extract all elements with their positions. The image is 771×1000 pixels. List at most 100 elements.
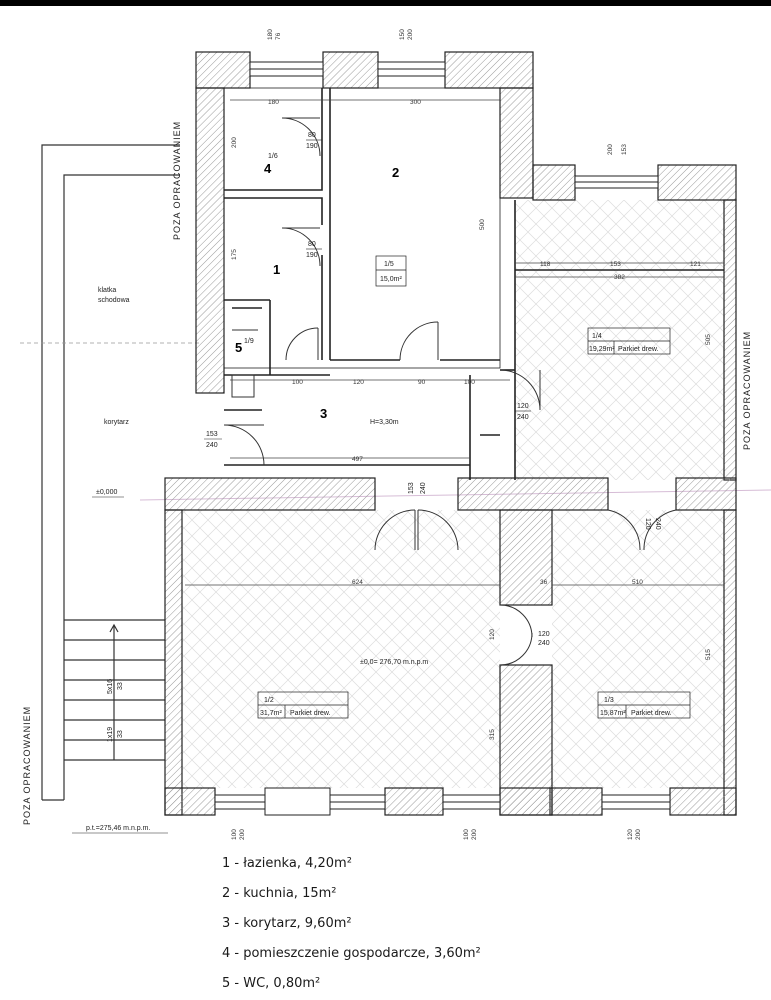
door-d5-width: 120: [517, 403, 529, 410]
dim-bot-d: 200: [471, 829, 478, 840]
top-edge: [0, 0, 771, 6]
door-labels: 80 190 80 190 153 240 120 240 120 240 12…: [204, 132, 661, 647]
dim-top-a: 180: [267, 29, 274, 40]
wall-right-upper: [499, 87, 534, 199]
wall-r14-top-left: [532, 164, 576, 201]
dim-mid-c: 510: [632, 579, 643, 586]
wall-right-lower: [723, 509, 737, 816]
wall-r14-right: [723, 199, 737, 481]
room-floor-r13: Parkiet drew.: [631, 710, 672, 717]
label-stair-c: 1x19: [107, 727, 114, 742]
door-d7-width: 120: [538, 631, 550, 638]
room-box-r13: 1/3 15,87m² Parkiet drew.: [597, 691, 691, 719]
wall-top-left-block: [195, 51, 251, 89]
door-swings: [223, 117, 677, 666]
room-number-2: 2: [392, 165, 399, 180]
dim-bot-a: 100: [231, 829, 238, 840]
dim-bot-e: 120: [627, 829, 634, 840]
label-level-zero: ±0,000: [96, 489, 117, 496]
floor-plan: POZA OPRACOWANIEM POZA OPRACOWANIEM POZA…: [20, 29, 771, 840]
legend-item-utility: 4 - pomieszczenie gospodarcze, 3,60m²: [222, 946, 481, 961]
dim-right-b: 200: [607, 144, 614, 155]
dim-mid-a: 624: [352, 579, 363, 586]
label-stair-d: 33: [117, 730, 124, 738]
room-number-4: 4: [264, 161, 272, 176]
room-area-r14: 19,29m²: [589, 346, 615, 353]
room-box-r15: 1/5 15,0m²: [375, 255, 407, 287]
wall-mid-right: [675, 477, 737, 511]
stair-outline: [41, 144, 180, 801]
dim-top-b: 76: [275, 32, 282, 40]
room-number-5: 5: [235, 340, 242, 355]
walls: [164, 51, 737, 816]
room-id-r14: 1/4: [592, 333, 602, 340]
dim-row1-a: 180: [268, 99, 279, 106]
room-id-r16: 1/6: [268, 153, 278, 160]
wall-bottom-b: [384, 787, 444, 816]
interior-walls: [223, 87, 724, 480]
door-d7-height: 240: [538, 640, 550, 647]
label-level-bottom: p.t.=275,46 m.n.p.m.: [86, 825, 150, 832]
wall-partition: [499, 509, 553, 606]
floor-parquet-r12: [182, 510, 500, 788]
dim-top-d: 200: [407, 29, 414, 40]
dimension-texts: 180 76 150 200 153 200 180 300 118 153 1…: [231, 29, 712, 840]
label-height: H=3,30m: [370, 419, 399, 426]
dim-bot-b: 200: [239, 829, 246, 840]
door-d8-height: 240: [420, 482, 427, 494]
dim-mid-b: 36: [540, 579, 548, 586]
wall-bottom-d: [669, 787, 737, 816]
dim-v-c: 500: [479, 219, 486, 230]
label-level-main: ±0,0= 276,70 m.n.p.m: [360, 659, 428, 666]
dim-corr-a: 100: [292, 379, 303, 386]
legend-item-bathroom: 1 - łazienka, 4,20m²: [222, 856, 352, 871]
dim-corr-d: 100: [464, 379, 475, 386]
room-id-r15: 1/5: [384, 261, 394, 268]
wall-r14-top-right: [657, 164, 737, 201]
door-d4-width: 80: [308, 132, 316, 139]
side-label-left: POZA OPRACOWANIEM: [22, 706, 32, 825]
door-d8-width: 153: [408, 482, 415, 494]
wall-bottom-e: [499, 787, 553, 816]
dim-bot-f: 200: [635, 829, 642, 840]
wall-top-mid-block: [322, 51, 379, 89]
room-area-r13: 15,87m²: [600, 710, 626, 717]
room-number-1: 1: [273, 262, 280, 277]
room-id-r13: 1/3: [604, 697, 614, 704]
dim-row2-c: 121: [690, 261, 701, 268]
wall-left-lower: [164, 509, 183, 816]
dimension-lines: [185, 99, 724, 586]
room-area-r12: 31,7m²: [260, 710, 282, 717]
dim-bot-c: 100: [463, 829, 470, 840]
wall-mid-center: [457, 477, 609, 511]
dim-v-b: 175: [231, 249, 238, 260]
room-floor-r14: Parkiet drew.: [618, 346, 659, 353]
dim-v-f: 315: [489, 729, 496, 740]
dim-row1-b: 300: [410, 99, 421, 106]
door-d3-height: 240: [206, 442, 218, 449]
label-stair-b: 33: [117, 682, 124, 690]
room-floor-r12: Parkiet drew.: [290, 710, 331, 717]
legend-item-corridor: 3 - korytarz, 9,60m²: [222, 916, 352, 931]
dim-right-a: 153: [621, 144, 628, 155]
legend-item-wc: 5 - WC, 0,80m²: [222, 976, 321, 991]
label-stair-a: 5x16: [107, 679, 114, 694]
side-label-right: POZA OPRACOWANIEM: [742, 331, 752, 450]
door-d6-height: 240: [654, 518, 661, 530]
dim-top-c: 150: [399, 29, 406, 40]
label-stairs-2: schodowa: [98, 297, 130, 304]
room-id-r12: 1/2: [264, 697, 274, 704]
door-d4-height: 190: [306, 143, 318, 150]
wall-bottom-a: [164, 787, 216, 816]
label-stairs-1: klatka: [98, 287, 116, 294]
legend-item-kitchen: 2 - kuchnia, 15m²: [222, 886, 337, 901]
room-id-r19: 1/9: [244, 338, 254, 345]
wall-top-right-block: [444, 51, 534, 89]
dim-v-e: 515: [705, 649, 712, 660]
room-number-3: 3: [320, 406, 327, 421]
door-d3-width: 153: [206, 431, 218, 438]
door-d6-width: 120: [644, 518, 651, 530]
wall-mid-left: [164, 477, 376, 511]
dim-v-d: 505: [705, 334, 712, 345]
label-corridor: korytarz: [104, 419, 129, 426]
